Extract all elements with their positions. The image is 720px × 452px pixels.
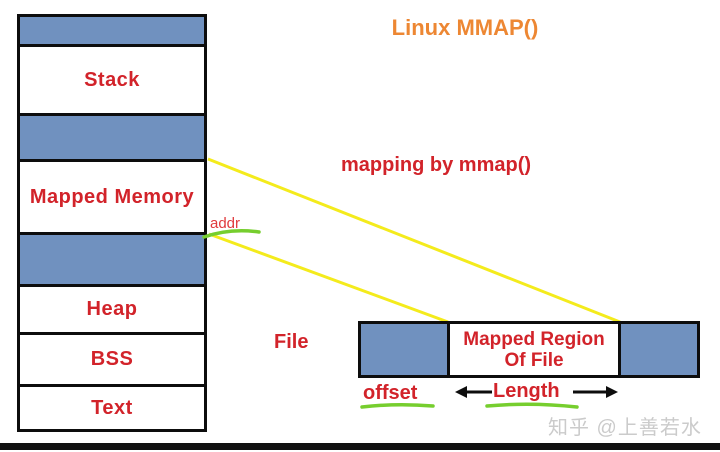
watermark: 知乎 @上善若水 <box>548 417 702 439</box>
mapped-memory-label: Mapped Memory <box>29 185 195 208</box>
memory-segment-stack: Stack <box>20 47 204 116</box>
left-arrow-icon <box>455 386 492 398</box>
memory-segment-unused-top <box>20 17 204 47</box>
addr-label: addr <box>210 215 241 232</box>
file-segment-after-region <box>621 324 697 375</box>
right-arrow-icon <box>573 386 618 398</box>
mapping-line-top <box>207 157 621 324</box>
mapping-caption: mapping by mmap() <box>341 154 532 176</box>
mapped-region-line1: Mapped Region <box>463 328 605 350</box>
bottom-bar <box>0 443 720 450</box>
text-label: Text <box>91 396 133 419</box>
mapped-region-line2: Of File <box>504 349 564 371</box>
memory-segment-text: Text <box>20 387 204 429</box>
memory-segment-heap: Heap <box>20 287 204 335</box>
file-label: File <box>274 331 309 353</box>
stack-label: Stack <box>84 68 140 91</box>
bss-label: BSS <box>90 348 134 370</box>
memory-layout-column: Stack Mapped Memory Heap BSS Text <box>17 14 207 432</box>
memory-segment-mapped-memory: Mapped Memory <box>20 162 204 235</box>
offset-label: offset <box>363 382 418 404</box>
file-segment-mapped-region: Mapped Region Of File <box>450 324 621 375</box>
offset-underline <box>360 402 435 409</box>
memory-segment-unused-2 <box>20 116 204 162</box>
file-segment-before-offset <box>361 324 450 375</box>
memory-segment-unused-3 <box>20 235 204 287</box>
mapping-line-bottom <box>208 232 449 324</box>
memory-segment-bss: BSS <box>20 335 204 387</box>
file-bar: Mapped Region Of File <box>358 321 700 378</box>
page-title: Linux MMAP() <box>391 15 539 40</box>
length-underline <box>485 402 579 409</box>
length-label: Length <box>493 380 560 402</box>
heap-label: Heap <box>86 298 138 320</box>
